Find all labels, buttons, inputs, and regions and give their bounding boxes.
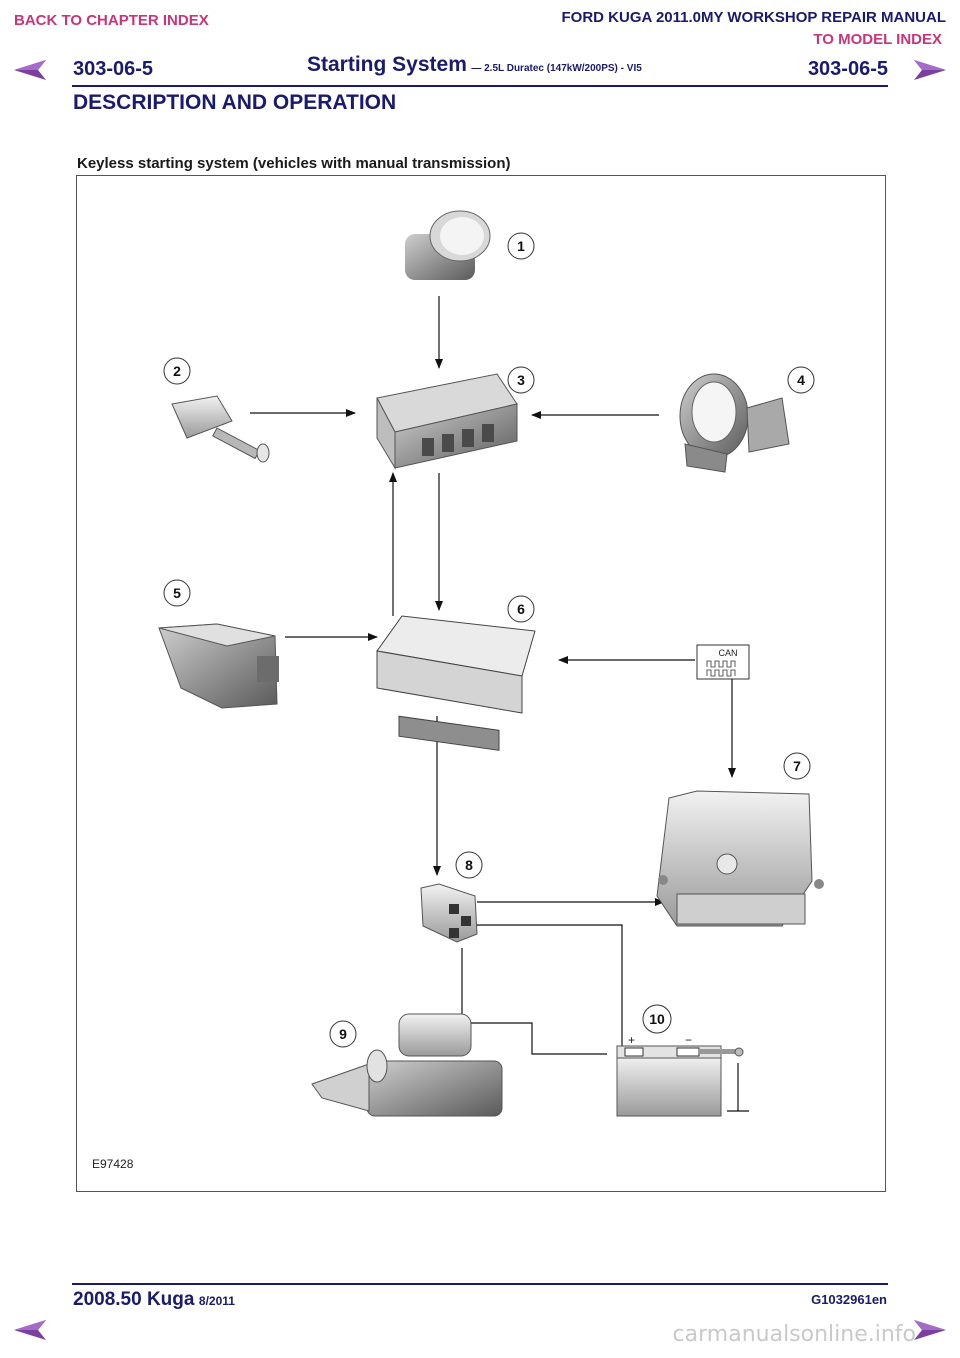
- callout-3: 3: [507, 366, 535, 394]
- svg-text:5: 5: [173, 585, 181, 601]
- footer-next-arrow-icon[interactable]: [912, 1318, 948, 1342]
- callout-5: 5: [163, 579, 191, 607]
- system-subtitle: — 2.5L Duratec (147kW/200PS) - VI5: [471, 63, 642, 74]
- battery-positive-label: +: [628, 1033, 635, 1047]
- footer-rule: [72, 1283, 888, 1285]
- callout-9: 9: [329, 1020, 357, 1048]
- callout-2: 2: [163, 357, 191, 385]
- keyless-starting-diagram: CAN: [158, 210, 824, 1117]
- footer-previous-arrow-icon[interactable]: [12, 1318, 48, 1342]
- footer-model: 2008.50 Kuga: [73, 1289, 195, 1310]
- footer-model-group: 2008.50 Kuga 8/2011: [73, 1289, 235, 1311]
- callout-10: 10: [642, 1004, 672, 1034]
- svg-text:1: 1: [517, 238, 525, 254]
- transceiver-ring-image: [679, 373, 790, 473]
- svg-text:9: 9: [339, 1026, 347, 1042]
- can-bus-symbol: CAN: [696, 644, 750, 680]
- figure-id: E97428: [92, 1157, 134, 1171]
- section-heading: DESCRIPTION AND OPERATION: [73, 91, 397, 114]
- back-to-chapter-index-link[interactable]: BACK TO CHAPTER INDEX: [14, 12, 209, 29]
- svg-text:7: 7: [793, 758, 801, 774]
- svg-text:4: 4: [797, 372, 805, 388]
- clutch-pedal-switch-image: [171, 395, 270, 463]
- svg-text:8: 8: [465, 857, 473, 873]
- callout-6: 6: [507, 595, 535, 623]
- callout-8: 8: [455, 851, 483, 879]
- section-code-left: 303-06-5: [73, 58, 154, 80]
- header-rule: [72, 85, 888, 87]
- control-unit-5-image: [158, 623, 279, 709]
- figure-caption: Keyless starting system (vehicles with m…: [77, 155, 511, 172]
- powertrain-control-module-image: [656, 790, 824, 927]
- watermark: carmanualsonline.info: [672, 1322, 916, 1347]
- can-label: CAN: [718, 648, 737, 658]
- starter-relay-image: [420, 883, 478, 943]
- battery-negative-label: −: [685, 1033, 692, 1047]
- keyless-vehicle-module-image: [376, 373, 518, 470]
- svg-text:6: 6: [517, 601, 525, 617]
- callout-markers: 1 2 3 4 5 6 7 8 9 10: [163, 232, 815, 1048]
- starter-motor-image: [311, 1013, 503, 1117]
- start-stop-button-image: [405, 210, 491, 280]
- footer-date: 8/2011: [198, 1294, 235, 1308]
- system-title: Starting System: [307, 53, 467, 76]
- system-title-group: Starting System — 2.5L Duratec (147kW/20…: [307, 53, 642, 77]
- manual-title: FORD KUGA 2011.0MY WORKSHOP REPAIR MANUA…: [561, 9, 947, 26]
- svg-text:3: 3: [517, 372, 525, 388]
- svg-text:2: 2: [173, 363, 181, 379]
- svg-text:10: 10: [649, 1011, 665, 1027]
- next-page-arrow-icon[interactable]: [912, 58, 948, 82]
- callout-4: 4: [787, 366, 815, 394]
- callout-7: 7: [783, 752, 811, 780]
- callout-1: 1: [507, 232, 535, 260]
- signal-arrows: [250, 296, 749, 1112]
- to-model-index-link[interactable]: TO MODEL INDEX: [813, 31, 942, 48]
- battery-image: + −: [616, 1033, 744, 1117]
- generic-electronic-module-image: [376, 615, 536, 751]
- previous-page-arrow-icon[interactable]: [12, 58, 48, 82]
- section-code-right: 303-06-5: [807, 58, 888, 80]
- footer-doc-code: G1032961en: [811, 1292, 887, 1307]
- figure-frame: CAN: [76, 175, 886, 1192]
